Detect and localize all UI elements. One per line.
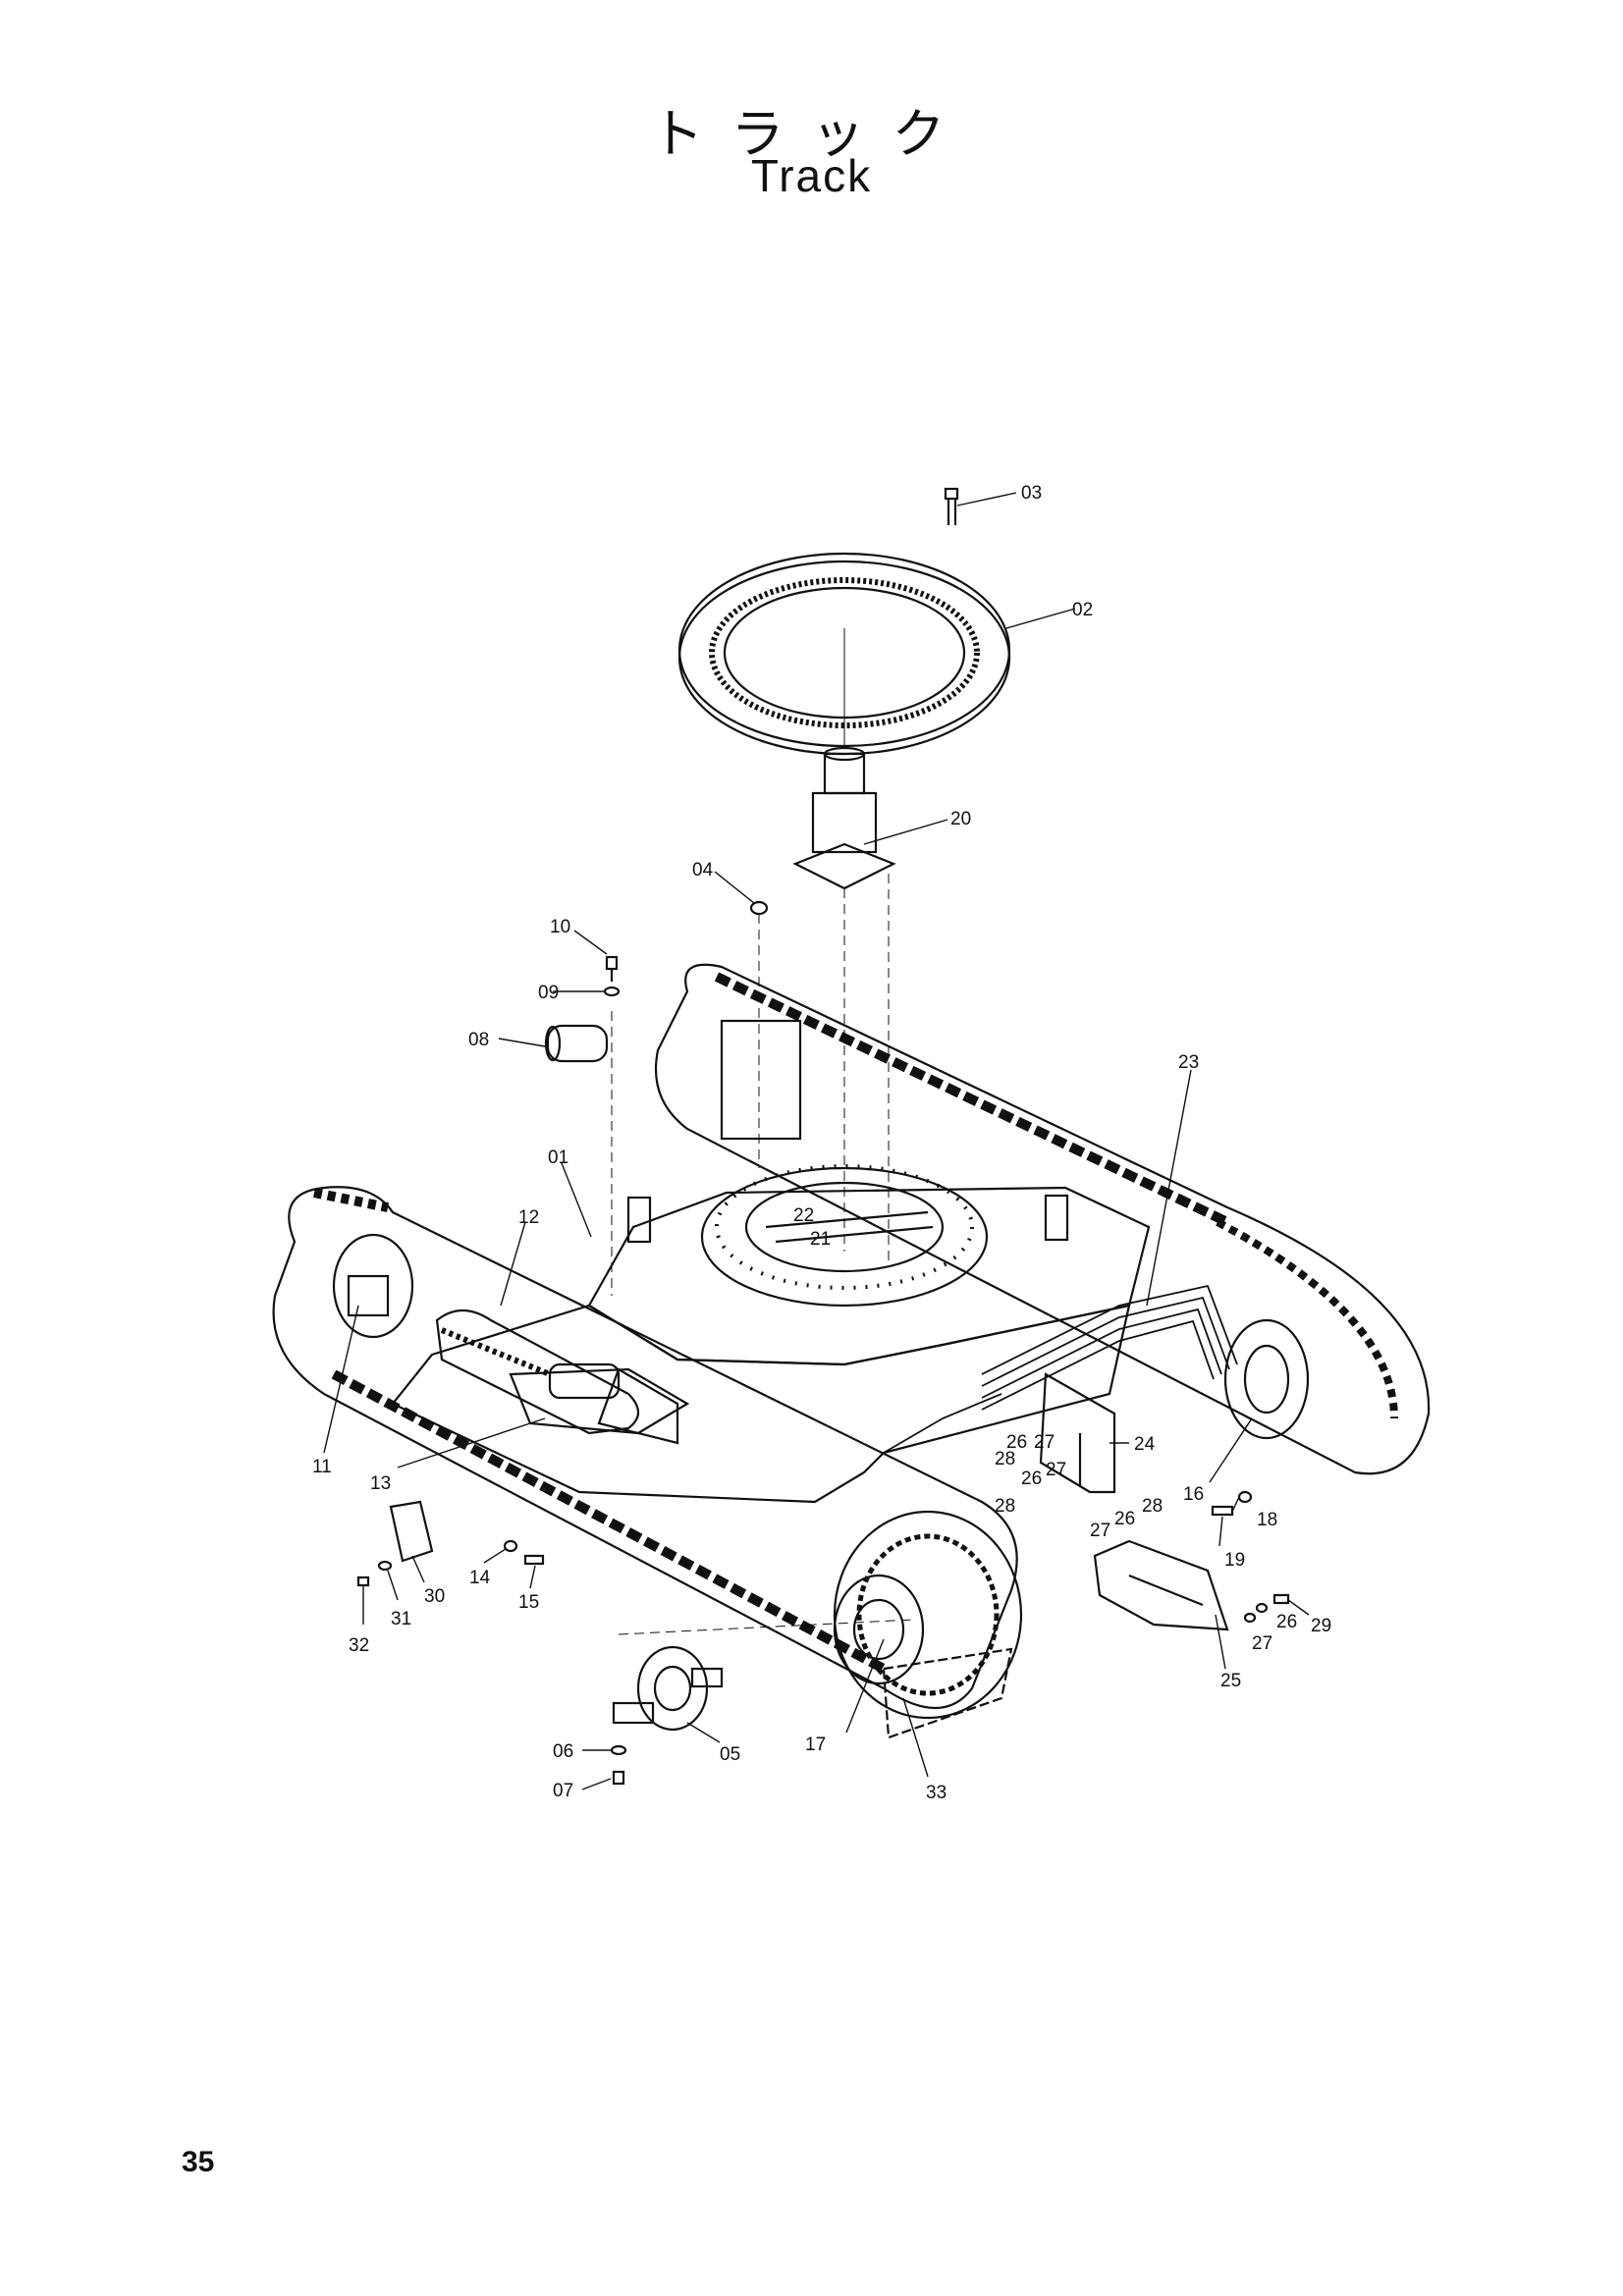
part-label: 33: [926, 1783, 947, 1803]
bolt-29-group: [1243, 1593, 1290, 1624]
part-label: 28: [1142, 1496, 1163, 1517]
part-label: 09: [538, 983, 559, 1003]
center-joint: [792, 746, 896, 1261]
part-label: 27: [1046, 1460, 1066, 1480]
part-label: 27: [1090, 1521, 1110, 1541]
main-body-frame: [391, 1164, 1151, 1504]
idler-adjuster: [435, 1308, 679, 1445]
bolt-03: [944, 487, 959, 525]
part-label: 05: [720, 1744, 740, 1765]
part-label: 08: [468, 1030, 489, 1050]
parts-08-10: [544, 955, 621, 1296]
part-label: 26: [1021, 1468, 1042, 1489]
part-label: 27: [1034, 1432, 1055, 1453]
track-shoe: [882, 1647, 1013, 1739]
part-label: 11: [312, 1457, 332, 1477]
part-label: 02: [1072, 600, 1093, 620]
leader-lines: [323, 492, 1310, 1790]
nut-04: [749, 900, 769, 1168]
part-label: 26: [1276, 1612, 1297, 1632]
part-label: 29: [1311, 1616, 1331, 1636]
part-label: 07: [553, 1781, 573, 1801]
bolt-14-15: [503, 1539, 545, 1566]
cover-30: [356, 1500, 434, 1587]
part-label: 26: [1114, 1509, 1135, 1529]
part-label: 24: [1134, 1434, 1156, 1455]
part-label: 28: [995, 1449, 1015, 1469]
guard-25: [1093, 1539, 1229, 1631]
right-track-frame: [654, 963, 1431, 1475]
part-label: 30: [424, 1586, 445, 1607]
left-track-frame: [272, 1186, 1018, 1709]
part-label: 21: [810, 1229, 831, 1250]
part-label: 04: [692, 860, 714, 881]
part-label: 22: [793, 1205, 814, 1226]
part-label: 18: [1257, 1510, 1277, 1530]
part-label: 19: [1224, 1550, 1245, 1571]
bracket-24: [1039, 1372, 1116, 1494]
swing-bearing-ring: [677, 552, 1011, 756]
part-label: 26: [1006, 1432, 1027, 1453]
part-labels: 01 02 03 04 05 06 07 08 09 10 11 12 13 1…: [312, 483, 1331, 1803]
page-number: 35: [182, 2146, 215, 2178]
hydraulic-hoses: [883, 1284, 1238, 1454]
part-label: 14: [469, 1568, 491, 1588]
part-label: 27: [1252, 1633, 1272, 1654]
part-label: 06: [553, 1741, 573, 1762]
page-title-japanese: トラック: [650, 103, 973, 165]
travel-motor-sprocket: [833, 1510, 1023, 1720]
part-label: 20: [950, 809, 971, 829]
part-label: 03: [1021, 483, 1042, 504]
part-label: 15: [518, 1592, 539, 1613]
part-label: 12: [518, 1207, 539, 1228]
part-label: 01: [548, 1148, 568, 1168]
lower-roller: [610, 1619, 914, 1786]
part-label: 13: [370, 1473, 391, 1494]
part-label: 32: [349, 1635, 369, 1656]
part-label: 17: [805, 1735, 826, 1755]
part-label: 16: [1183, 1484, 1204, 1505]
part-label: 25: [1220, 1671, 1241, 1691]
part-label: 31: [391, 1609, 411, 1629]
part-label: 10: [550, 917, 570, 937]
part-label: 28: [995, 1496, 1015, 1517]
page-title-english: Track: [750, 150, 873, 201]
part-label: 23: [1178, 1052, 1199, 1073]
